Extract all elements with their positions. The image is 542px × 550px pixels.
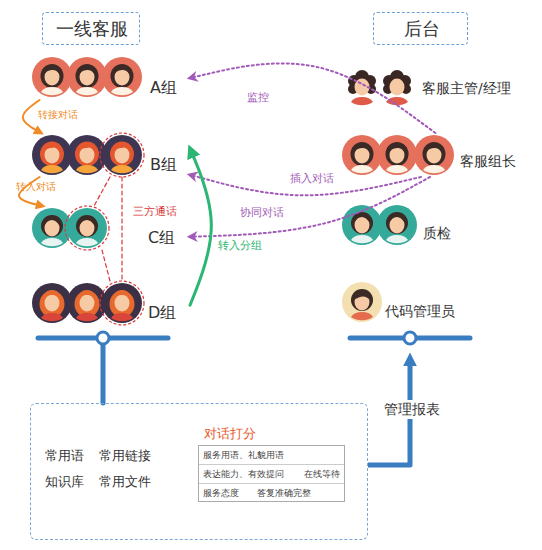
edge-label: 三方通话 <box>133 205 177 218</box>
flow-label: 管理报表 <box>384 400 440 419</box>
agent-group: D组 <box>30 281 190 325</box>
node-text: B组 <box>150 155 177 174</box>
node-text: 知识库 <box>45 474 84 490</box>
call-ring <box>100 133 144 177</box>
node-text: 对话打分 <box>204 426 256 442</box>
bus-bar <box>101 344 106 403</box>
edge-label: 监控 <box>247 91 269 104</box>
agent-group: A组 <box>30 56 190 100</box>
bus-joint <box>97 332 109 344</box>
avatar-icon <box>67 135 107 175</box>
avatar-icon <box>377 205 417 245</box>
node-text: 代码管理员 <box>385 303 455 320</box>
node-text: 答复准确完整 <box>257 488 311 499</box>
node-text: 服务态度 <box>203 488 239 499</box>
node-text: 后台 <box>374 13 469 44</box>
table-rule-group <box>199 465 344 484</box>
connector <box>190 148 211 305</box>
connector <box>102 250 110 281</box>
node-text: 客服组长 <box>460 153 516 170</box>
avatar-icon <box>342 67 382 107</box>
node-text: 常用链接 <box>99 448 151 464</box>
node-text: 服务用语、礼貌用语 <box>203 450 284 461</box>
avatar-icon <box>67 283 107 323</box>
avatar-icon <box>414 135 454 175</box>
avatar-icon <box>102 135 142 175</box>
avatar-icon <box>32 135 72 175</box>
node-text: A组 <box>150 78 177 97</box>
header-box: 后台 <box>373 12 468 45</box>
node-text: D组 <box>148 303 176 322</box>
bus-joint <box>404 332 416 344</box>
node-text: 常用文件 <box>99 474 151 490</box>
connector <box>121 177 122 281</box>
edge-label: 协同对话 <box>240 206 284 219</box>
role-group: 代码管理员 <box>340 280 470 324</box>
edge-label: 转入对话 <box>16 181 56 193</box>
edge-label: 插入对话 <box>290 172 334 185</box>
role-group: 质检 <box>340 203 460 247</box>
edge-label: 转入分组 <box>218 239 262 252</box>
avatar-icon <box>67 208 107 248</box>
avatar-icon <box>32 57 72 97</box>
node-text: 质检 <box>423 225 451 242</box>
edge-label: 转接对话 <box>38 109 78 121</box>
node-text: 一线客服 <box>43 13 141 44</box>
node-text: 客服主管/经理 <box>422 80 511 97</box>
tool-panel: 常用语常用链接知识库常用文件 对话打分服务用语、礼貌用语表达能力、有效提问 在线等待… <box>30 403 368 540</box>
agent-group: B组 <box>30 133 190 177</box>
avatar-icon <box>32 283 72 323</box>
avatar-icon <box>377 67 417 107</box>
score-table: 对话打分服务用语、礼貌用语表达能力、有效提问在线等待服务态度答复准确完整 <box>198 445 345 502</box>
connector <box>190 177 430 237</box>
role-group: 客服组长 <box>340 133 520 177</box>
table-rule <box>199 464 344 465</box>
node-text: C组 <box>148 228 175 247</box>
avatar-group <box>32 57 454 323</box>
header-box: 一线客服 <box>42 12 140 45</box>
call-ring <box>65 206 109 250</box>
node-text: 表达能力、有效提问 <box>203 469 284 480</box>
avatar-icon <box>377 135 417 175</box>
avatar-icon <box>102 283 142 323</box>
avatar-icon <box>342 205 382 245</box>
avatar-icon <box>67 57 107 97</box>
node-text: 常用语 <box>45 448 84 464</box>
avatar-icon <box>32 208 72 248</box>
avatar-icon <box>102 57 142 97</box>
role-group: 客服主管/经理 <box>340 65 520 109</box>
node-text: 在线等待 <box>304 469 340 480</box>
avatar-icon <box>342 282 382 322</box>
table-rule <box>199 483 344 484</box>
connector <box>94 177 110 206</box>
connector <box>190 63 435 133</box>
avatar-icon <box>342 135 382 175</box>
call-ring <box>100 281 144 325</box>
call-ring-group <box>65 133 144 325</box>
